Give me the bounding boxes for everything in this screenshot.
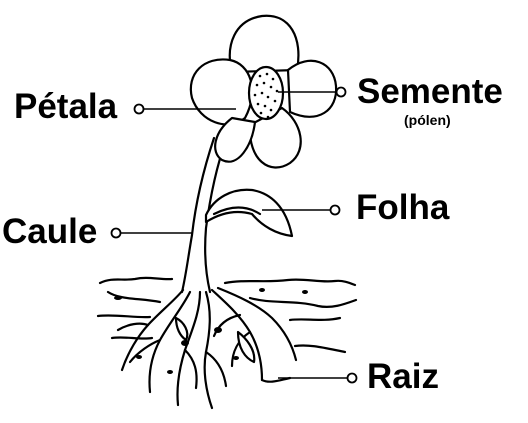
label-petala: Pétala bbox=[14, 87, 118, 126]
dot-semente bbox=[335, 86, 347, 98]
dot-raiz bbox=[346, 372, 358, 384]
leaf bbox=[204, 188, 294, 238]
roots bbox=[116, 286, 298, 410]
label-caule: Caule bbox=[2, 212, 97, 251]
label-semente-sub: (pólen) bbox=[404, 112, 451, 128]
dot-caule bbox=[110, 227, 122, 239]
dot-folha bbox=[329, 204, 341, 216]
flower bbox=[189, 14, 338, 169]
label-semente: Semente bbox=[357, 72, 503, 111]
dot-petala bbox=[133, 103, 145, 115]
label-folha: Folha bbox=[356, 188, 450, 227]
stem bbox=[180, 136, 228, 294]
label-raiz: Raiz bbox=[367, 357, 439, 396]
leader-lines bbox=[110, 86, 358, 384]
pollen-dots bbox=[253, 72, 279, 119]
